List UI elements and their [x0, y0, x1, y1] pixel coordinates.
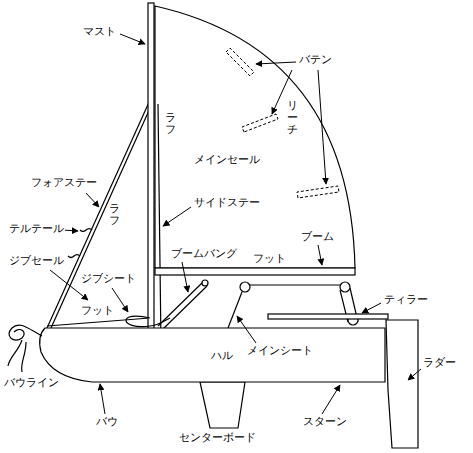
leader-line: [408, 369, 421, 380]
pulley: [340, 282, 350, 292]
batten: [297, 186, 339, 198]
boom: [155, 268, 355, 275]
part-label: メインセール: [193, 154, 261, 167]
part-label: バテン: [298, 54, 333, 67]
part-label: フット: [80, 305, 115, 318]
part-label: バウライン: [3, 377, 60, 390]
part-label: スターン: [302, 416, 348, 429]
leader-line: [318, 70, 326, 184]
part-label: バウ: [95, 416, 119, 429]
tiller: [268, 314, 388, 319]
leader-line: [120, 34, 145, 44]
part-label: リーチ: [286, 100, 299, 136]
leader-line: [362, 303, 381, 313]
part-label: ブーム: [300, 231, 335, 244]
hull: [40, 328, 385, 382]
part-label: センターボード: [178, 432, 257, 445]
rudder: [386, 320, 418, 448]
leader-line: [182, 262, 188, 292]
part-label: ラフ: [164, 112, 177, 136]
forestay: [51, 106, 151, 328]
mast: [148, 3, 154, 343]
side-stay: [158, 104, 161, 345]
boom-vang: [158, 282, 203, 326]
forestay: [47, 100, 150, 328]
leader-line: [318, 245, 322, 265]
part-label: ジブセール: [8, 255, 65, 268]
part-label: ラフ: [108, 203, 121, 227]
part-label: マスト: [82, 26, 117, 39]
pulley: [240, 282, 250, 292]
part-label: メインシート: [246, 345, 314, 358]
part-label: ブームバング: [170, 248, 238, 261]
part-label: フォアステー: [30, 177, 98, 190]
part-label: ラダー: [422, 357, 457, 370]
main-sail: [155, 6, 355, 268]
vang-pin: [202, 280, 208, 286]
leader-line: [163, 207, 191, 226]
jib-sheet: [126, 316, 170, 326]
telltale: [68, 255, 80, 258]
main-sheet: [228, 292, 242, 328]
part-label: ジブシート: [80, 273, 137, 286]
leader-line: [322, 385, 340, 414]
leader-line: [237, 316, 256, 343]
leader-line: [100, 384, 105, 414]
centerboard: [200, 382, 245, 428]
batten: [226, 48, 254, 76]
part-label: サイドステー: [193, 197, 261, 210]
part-label: テルテール: [8, 223, 65, 236]
bow-line: [8, 325, 42, 372]
leader-line: [256, 62, 296, 64]
telltale: [80, 229, 92, 232]
main-sheet: [245, 284, 342, 285]
boom-vang: [163, 286, 207, 329]
part-label: ティラー: [383, 294, 429, 307]
batten: [242, 114, 278, 132]
part-label: ハル: [210, 350, 234, 363]
leader-line: [86, 193, 99, 207]
jib-foot: [47, 318, 150, 326]
part-label: フット: [252, 253, 287, 266]
